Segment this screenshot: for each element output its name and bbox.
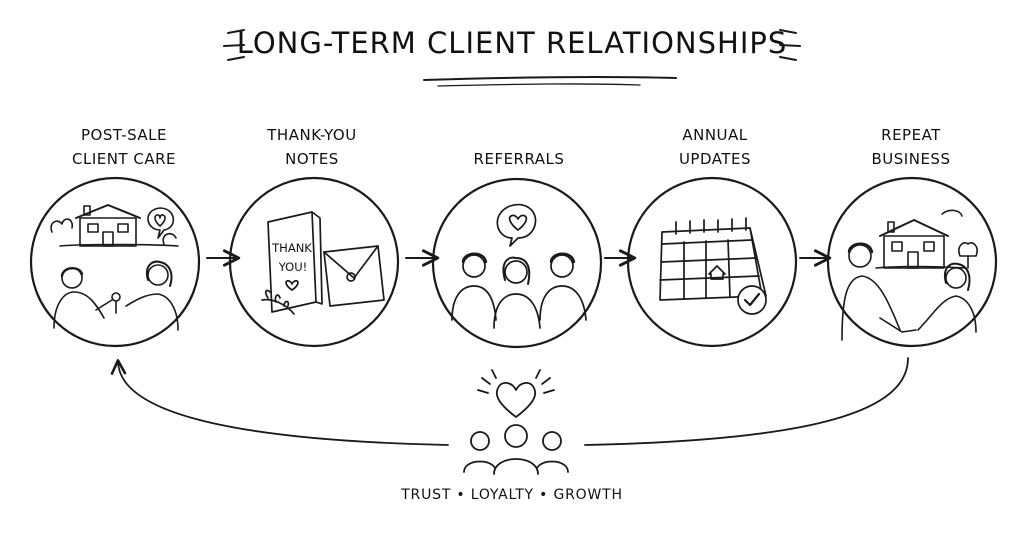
calendar-check-icon [659, 217, 767, 315]
house-key-handover-icon [50, 204, 179, 331]
handshake-house-icon [841, 209, 978, 341]
loop-line-right [584, 357, 909, 446]
referral-people-icon [451, 203, 587, 329]
step-circle-post-sale [29, 176, 201, 348]
thank-you-card-icon [261, 211, 385, 315]
card-text-line-1: THANK [271, 241, 312, 255]
step-label-referrals: REFERRALS [473, 150, 565, 168]
footer-values: TRUST • LOYALTY • GROWTH [401, 487, 623, 503]
step-circle-repeat-business [826, 176, 998, 348]
community-heart-icon [463, 369, 569, 475]
diagram-title: LONG-TERM CLIENT RELATIONSHIPS [236, 26, 788, 60]
card-text-line-2: YOU! [278, 260, 307, 274]
loop-arrow-left [110, 359, 449, 446]
title-decoration [223, 29, 801, 87]
step-circle-annual-updates [626, 176, 798, 348]
